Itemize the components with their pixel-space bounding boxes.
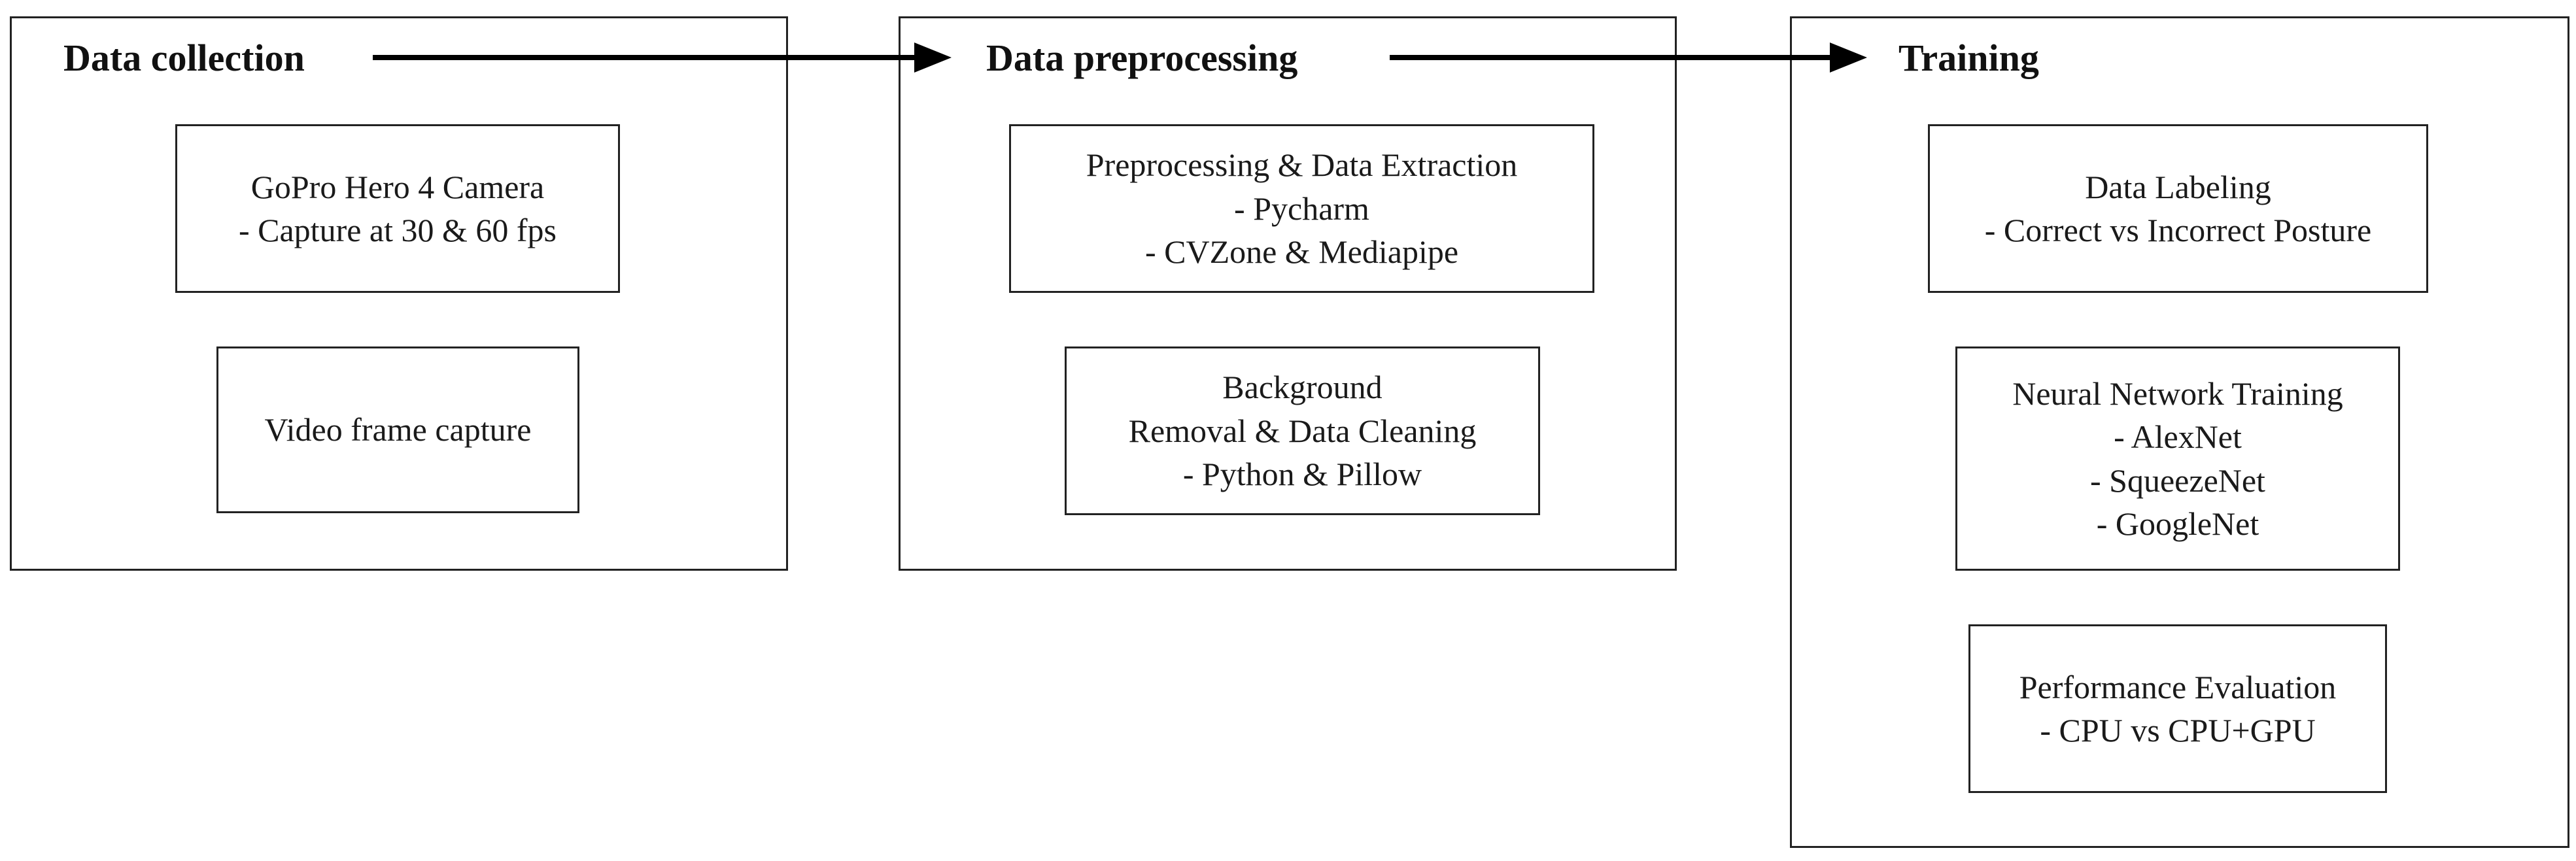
box-line: - Correct vs Incorrect Posture	[1984, 212, 2372, 248]
box-background-removal: Background Removal & Data Cleaning - Pyt…	[1065, 346, 1540, 515]
stage-title-training: Training	[1898, 37, 2039, 79]
stage-title-data-collection: Data collection	[63, 37, 305, 79]
box-line: - CPU vs CPU+GPU	[2040, 712, 2316, 749]
box-gopro-camera: GoPro Hero 4 Camera - Capture at 30 & 60…	[175, 124, 620, 293]
box-line: Background	[1222, 369, 1382, 406]
box-line: - AlexNet	[2114, 418, 2242, 455]
box-line: - CVZone & Mediapipe	[1144, 233, 1459, 271]
box-line: - SqueezeNet	[2090, 462, 2265, 499]
box-line: GoPro Hero 4 Camera	[250, 168, 545, 205]
box-neural-network-training: Neural Network Training - AlexNet - Sque…	[1955, 346, 2400, 571]
box-line: - Pycharm	[1234, 190, 1369, 227]
box-line: Removal & Data Cleaning	[1128, 412, 1477, 449]
box-preprocessing-extraction: Preprocessing & Data Extraction - Pychar…	[1009, 124, 1594, 293]
arrow-collection-to-preprocessing	[373, 42, 952, 73]
arrow-preprocessing-to-training	[1390, 42, 1867, 73]
box-line: Video frame capture	[264, 411, 532, 448]
box-line: Data Labeling	[2085, 168, 2271, 205]
box-line: - GoogleNet	[2096, 505, 2259, 542]
box-line: - Python & Pillow	[1182, 456, 1422, 493]
box-line: Performance Evaluation	[2019, 668, 2337, 705]
box-performance-evaluation: Performance Evaluation - CPU vs CPU+GPU	[1968, 624, 2387, 793]
stage-title-data-preprocessing: Data preprocessing	[986, 37, 1298, 79]
box-line: Preprocessing & Data Extraction	[1086, 146, 1518, 184]
box-video-frame-capture: Video frame capture	[216, 346, 579, 513]
box-line: - Capture at 30 & 60 fps	[238, 212, 557, 248]
box-line: Neural Network Training	[2012, 375, 2343, 412]
box-data-labeling: Data Labeling - Correct vs Incorrect Pos…	[1928, 124, 2428, 293]
